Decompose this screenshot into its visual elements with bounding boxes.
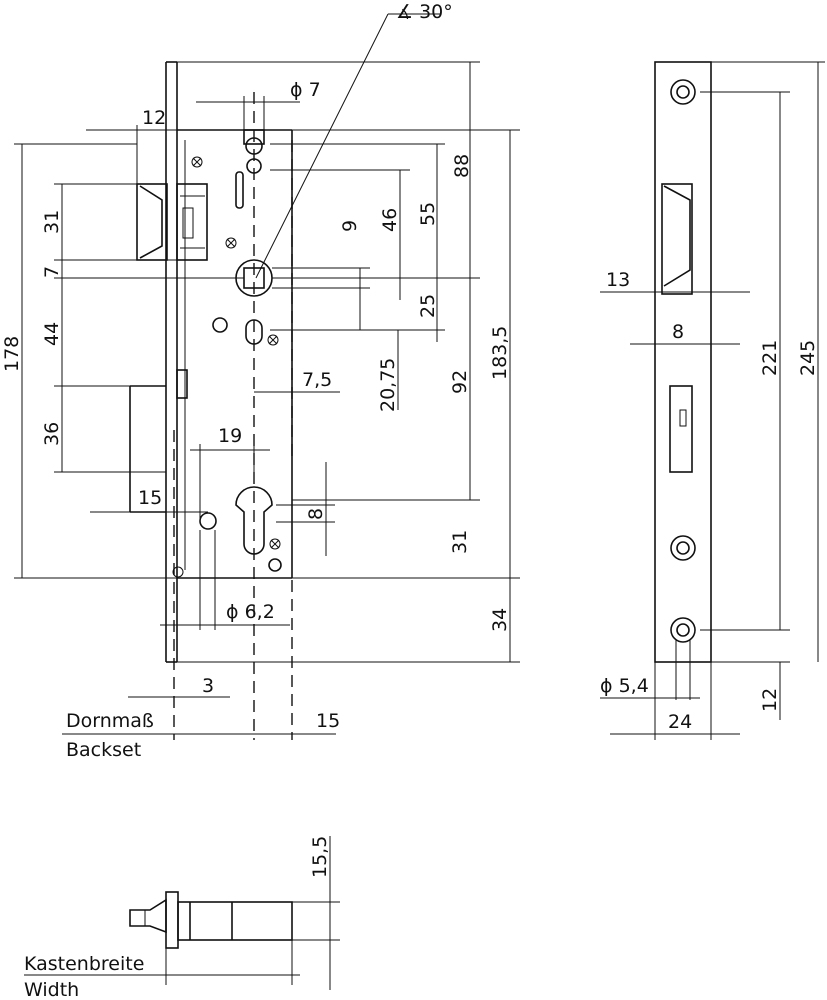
dim-7-5: 7,5 xyxy=(302,369,332,391)
label-backset: Backset xyxy=(66,739,141,761)
screw-mark-1 xyxy=(191,156,203,168)
dim-diam6-2: ϕ 6,2 xyxy=(226,601,275,623)
dim-245: 245 xyxy=(797,340,819,376)
dim-diam5-4: ϕ 5,4 xyxy=(600,675,649,697)
screw-mark-3 xyxy=(267,334,279,346)
latch-bolt xyxy=(136,183,208,261)
label-width: Width xyxy=(24,979,79,1000)
dim-8-side: 8 xyxy=(672,321,684,343)
dim-3: 3 xyxy=(202,675,214,697)
dim-178: 178 xyxy=(1,336,23,372)
dim-8-cyl: 8 xyxy=(305,508,327,520)
screw-mark-4 xyxy=(269,538,281,550)
dim-12-side: 12 xyxy=(759,688,781,712)
dim-31-cyl: 31 xyxy=(449,530,471,554)
dim-183-5: 183,5 xyxy=(489,326,511,380)
screw-mark-2 xyxy=(225,237,237,249)
dim-24: 24 xyxy=(668,711,692,733)
dim-7: 7 xyxy=(41,266,63,278)
dim-34: 34 xyxy=(489,608,511,632)
dim-25: 25 xyxy=(417,294,439,318)
forend-side-view xyxy=(600,61,825,740)
dim-diam7: ϕ 7 xyxy=(290,79,321,101)
bottom-view-labels: 15,5 Kastenbreite Width xyxy=(24,836,331,1000)
dim-13: 13 xyxy=(606,269,630,291)
dim-15-backset: 15 xyxy=(316,710,340,732)
dim-15-5: 15,5 xyxy=(309,836,331,878)
dim-46: 46 xyxy=(379,208,401,232)
cylinder-hole xyxy=(235,486,273,555)
dim-88: 88 xyxy=(451,154,473,178)
front-view xyxy=(14,13,520,740)
dim-36: 36 xyxy=(41,422,63,446)
dim-angle: ∡ 30° xyxy=(396,1,453,23)
case-bottom-view xyxy=(24,836,340,990)
dim-44: 44 xyxy=(41,322,63,346)
dim-31-latch: 31 xyxy=(41,210,63,234)
dim-15-left: 15 xyxy=(138,487,162,509)
dim-92: 92 xyxy=(449,370,471,394)
dim-19: 19 xyxy=(218,425,242,447)
front-view-dimension-labels: ∡ 30° ϕ 7 12 88 9 46 55 31 7 44 25 178 1… xyxy=(1,1,511,761)
dim-20-75: 20,75 xyxy=(377,358,399,412)
dim-12: 12 xyxy=(142,107,166,129)
side-view-dimension-labels: 13 8 221 245 ϕ 5,4 24 12 xyxy=(600,269,819,733)
dim-221: 221 xyxy=(759,340,781,376)
dim-9: 9 xyxy=(339,220,361,232)
label-dornmass: Dornmaß xyxy=(66,710,154,732)
label-kastenbreite: Kastenbreite xyxy=(24,953,144,975)
dim-55: 55 xyxy=(417,202,439,226)
